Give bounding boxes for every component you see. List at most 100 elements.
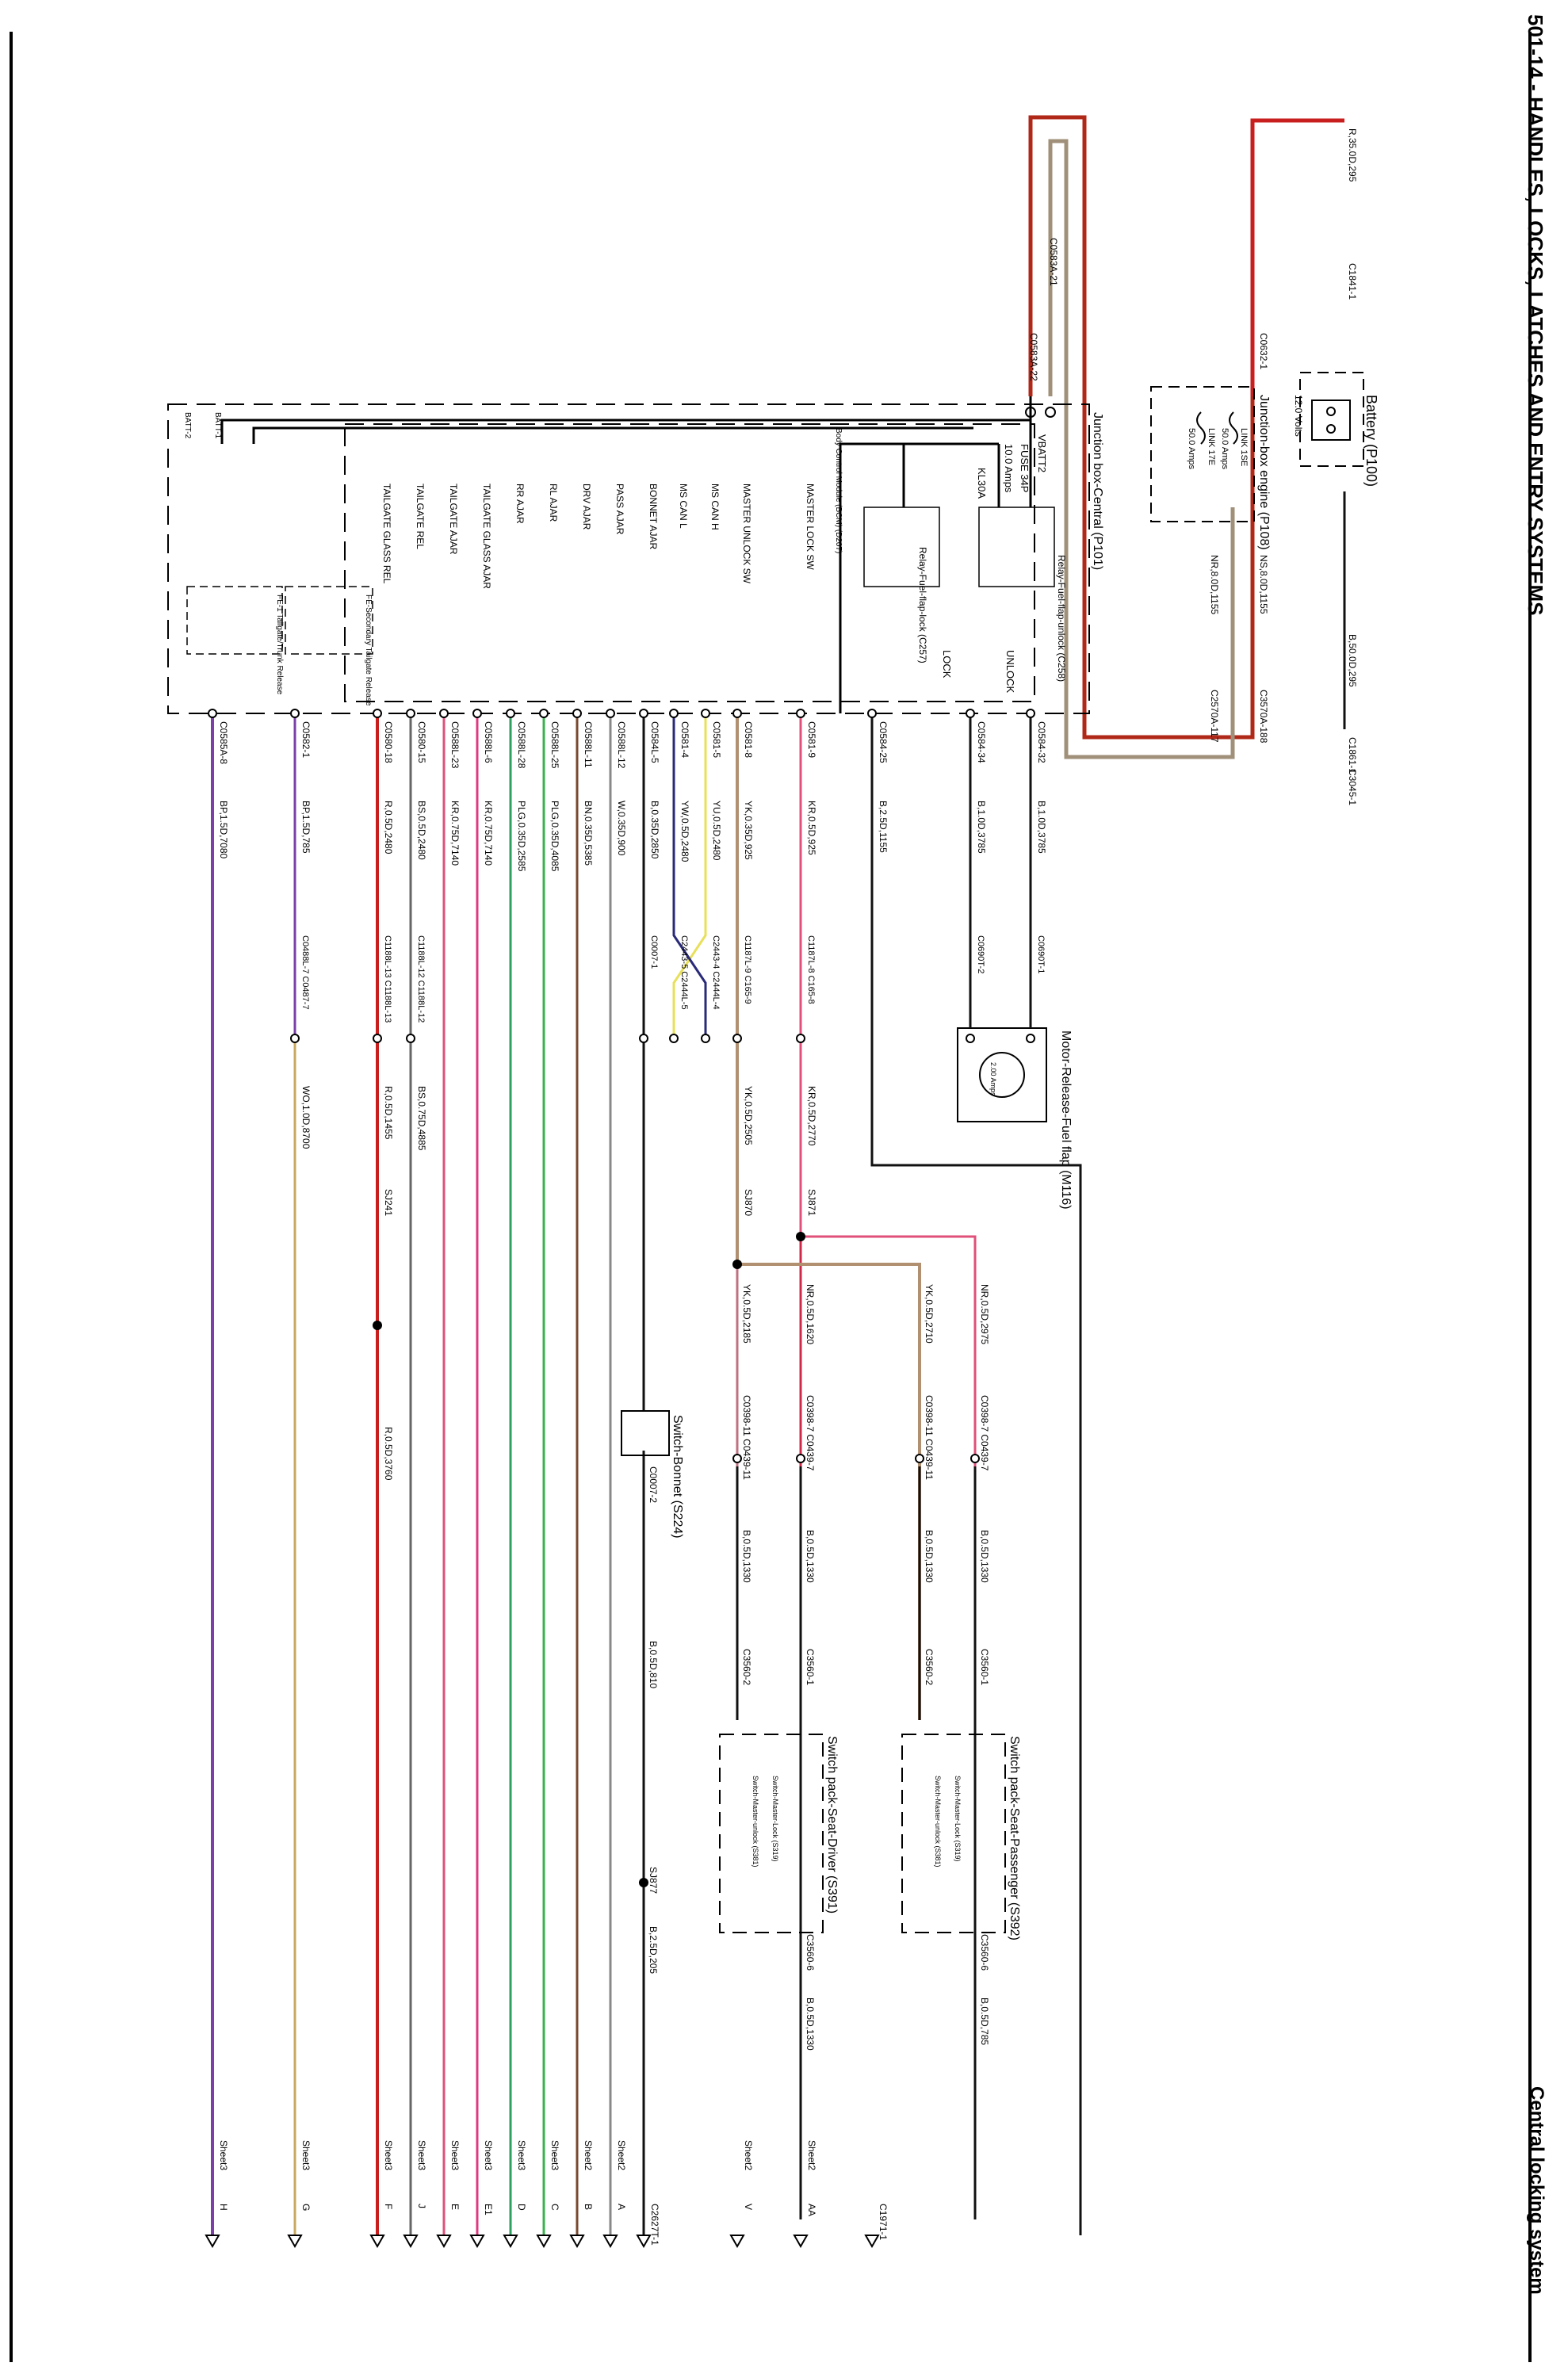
channel-connector: C0584-32: [1036, 721, 1047, 763]
connector-node: [439, 709, 449, 718]
connector-node: [506, 709, 515, 718]
top-connector: C1841-1: [1347, 263, 1358, 300]
connector-node: [796, 1034, 805, 1043]
channel-sheet: Sheet2: [583, 2140, 594, 2170]
channel-next: C0690T-1: [1036, 935, 1046, 973]
channel-term: D: [516, 2204, 527, 2211]
channel-connector: C0584-25: [878, 721, 889, 763]
fe2-release-box: [285, 586, 373, 655]
channel-wire: KR,0.5D,925: [806, 801, 817, 855]
battery-label: Battery (P100): [1363, 395, 1379, 487]
channel-wire: YU,0.5D,2480: [711, 801, 722, 861]
wire-c0584-25: [870, 713, 1082, 2235]
sheet-arrow: [729, 2235, 745, 2249]
channel-connector: C0580-15: [416, 721, 427, 763]
channel-next: C0488L-7 C0487-7: [300, 935, 310, 1010]
channel-term: F: [383, 2204, 394, 2209]
signal-label: TAILGATE GLASS REL: [381, 484, 392, 584]
channel-term: C1971-1: [878, 2204, 889, 2240]
branch-conn3: C3560-6: [979, 1934, 990, 1971]
sheet-arrow: [287, 2235, 303, 2249]
top-wire: NS,8.0D,1155: [1258, 555, 1269, 614]
signal-label: BONNET AJAR: [648, 484, 659, 549]
branch-conn2: C3560-1: [979, 1649, 990, 1685]
wire-master-unlock-pass: [736, 713, 921, 1720]
connector-node: [701, 1034, 710, 1043]
connector-node: [290, 1034, 300, 1043]
branch-conn2: C3560-2: [741, 1649, 752, 1685]
top-wire: B,50.0D,295: [1347, 634, 1358, 687]
battery-box: [1299, 372, 1364, 467]
connector-node: [1026, 1034, 1035, 1043]
svg-text:LOCK: LOCK: [941, 650, 953, 679]
channel-connector: C0588L-12: [616, 721, 627, 769]
switch-bonnet: [621, 1410, 670, 1456]
battery-icon: [1311, 400, 1351, 441]
sheet-arrow: [602, 2235, 618, 2249]
channel-wire: B,1.0D,3785: [976, 801, 987, 854]
connector-node: [373, 709, 382, 718]
top-connector: C2570A-117: [1209, 690, 1220, 743]
branch-conn: C0398-7 C0439-7: [805, 1395, 816, 1471]
connector-node: [669, 709, 679, 718]
svg-text:Junction box-Central (P101): Junction box-Central (P101): [1091, 412, 1104, 570]
channel-wire: BP,1.5D,7080: [218, 801, 229, 858]
signal-label: TAILGATE AJAR: [448, 484, 459, 555]
channel-wire: B,0.35D,2850: [649, 801, 660, 859]
channel-sheet: Sheet3: [383, 2140, 394, 2170]
svg-text:Relay-Fuel-flap-lock (C257): Relay-Fuel-flap-lock (C257): [917, 547, 928, 663]
signal-label: TAILGATE GLASS AJAR: [481, 484, 492, 589]
signal-label: PASS AJAR: [614, 484, 625, 535]
branch-wire3: B,0.5D,1330: [805, 1998, 816, 2051]
connector-node: [290, 709, 300, 718]
channel-wire: B,1.0D,3785: [1036, 801, 1047, 854]
branch-wire2: B,0.5D,1330: [979, 1530, 990, 1583]
top-connector: C0583A-22: [1028, 333, 1039, 381]
channel-wire2: YK,0.5D,2505: [743, 1086, 754, 1145]
branch-conn: C0398-11 C0439-11: [924, 1395, 935, 1480]
sheet-arrow: [636, 2235, 652, 2249]
svg-text:Switch-Master-unlock (S381): Switch-Master-unlock (S381): [751, 1776, 759, 1868]
signal-label: MASTER LOCK SW: [805, 484, 816, 570]
channel-connector: C0580-18: [383, 721, 394, 763]
channel-splice: SJ241: [383, 1189, 394, 1216]
channel-sheet: Sheet3: [549, 2140, 560, 2170]
channel-term: V: [743, 2204, 754, 2210]
svg-text:Switch-Bonnet (S224): Switch-Bonnet (S224): [671, 1415, 684, 1539]
svg-text:BATT-1: BATT-1: [213, 412, 222, 439]
svg-text:UNLOCK: UNLOCK: [1004, 650, 1016, 694]
svg-text:2.00 Amps: 2.00 Amps: [989, 1062, 997, 1096]
connector-node: [539, 709, 549, 718]
top-labels: R,35.0D,295C1841-1B,50.0D,295C3045-1C186…: [1028, 128, 1358, 805]
bonnet-conn: C0007-2: [648, 1466, 659, 1503]
channel-sheet: Sheet2: [743, 2140, 754, 2170]
channel-wire: PLG,0.35D,2585: [516, 801, 527, 872]
channel-next: C1188L-13 C1188L-13: [383, 935, 392, 1023]
signal-label: DRV AJAR: [581, 484, 592, 530]
wire-battery-feed: [1250, 118, 1344, 396]
channel-term: E1: [483, 2204, 494, 2216]
channel-term: C: [549, 2204, 560, 2211]
signal-label: TAILGATE REL: [415, 484, 426, 549]
branch-wire: NR,0.5D,1620: [805, 1284, 816, 1344]
channel-connector: C0585A-8: [218, 721, 229, 764]
branch-conn: C0398-11 C0439-11: [741, 1395, 752, 1480]
wire-link-loop-red: [1028, 115, 1255, 740]
svg-text:KL30A: KL30A: [976, 468, 988, 499]
svg-text:Motor-Release-Fuel flap (M116): Motor-Release-Fuel flap (M116): [1059, 1030, 1073, 1210]
svg-text:Switch pack-Seat-Driver (S391): Switch pack-Seat-Driver (S391): [825, 1736, 839, 1913]
sheet-arrow: [436, 2235, 452, 2249]
channel-next: C2443-4 C2444L-4: [711, 935, 721, 1010]
channel-wire: YW,0.5D,2480: [679, 801, 690, 862]
channel-connector: C0582-1: [300, 721, 312, 758]
connector-node: [966, 709, 975, 718]
junction-box-central: [167, 403, 1090, 714]
top-connector: C0583A-21: [1048, 238, 1059, 286]
channel-next: C0690T-2: [976, 935, 985, 973]
connector-node: [639, 709, 648, 718]
connector-node: [208, 709, 217, 718]
channel-sheet: Sheet3: [516, 2140, 527, 2170]
channel-wire: BN,0.35D,5385: [583, 801, 594, 866]
